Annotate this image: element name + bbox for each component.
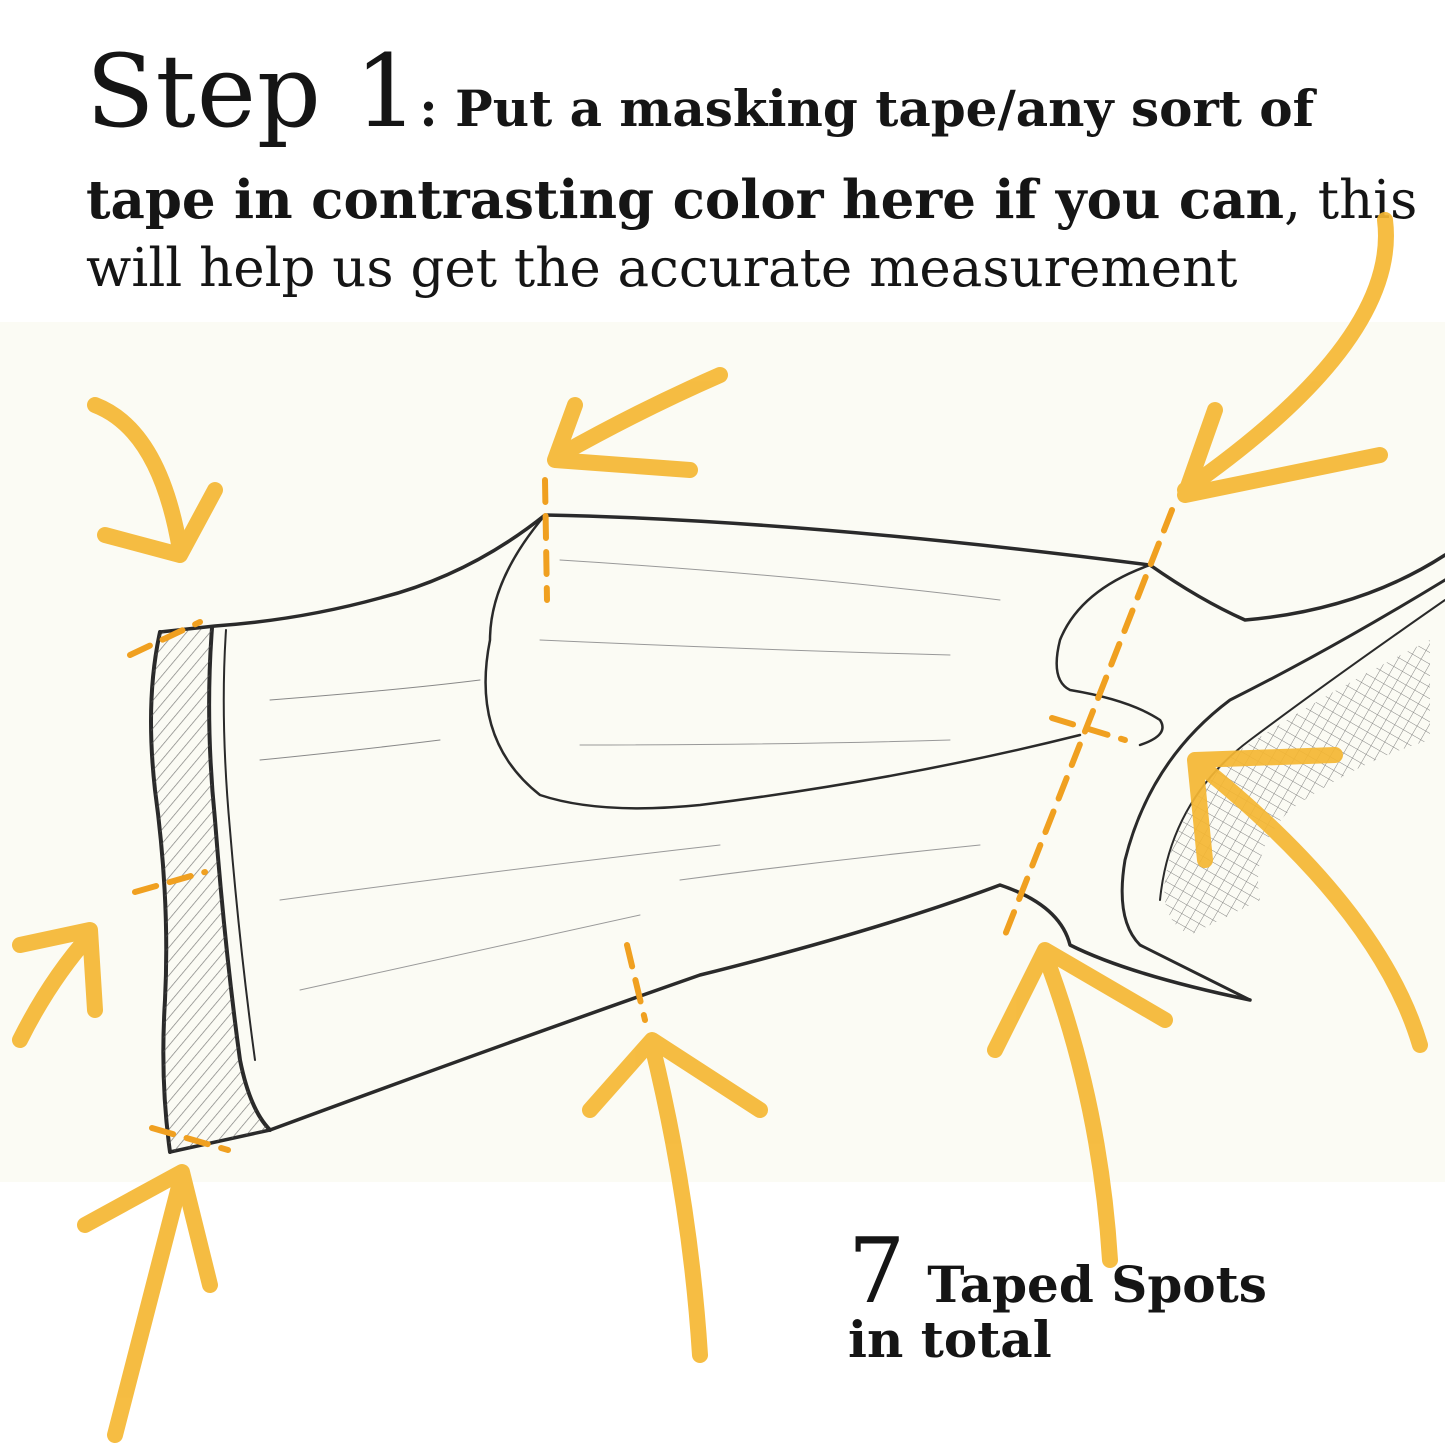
tape-mark-butt-top [127,619,203,658]
heading-line-3: will help us get the accurate measuremen… [86,238,1238,299]
heading-line-2: tape in contrasting color here if you ca… [86,167,1418,234]
taped-spots-label: Taped Spots [927,1255,1267,1314]
arrow-butt-bottom [77,1164,218,1443]
arrow-grip [1187,747,1428,1053]
instruction-heading: Step 1: Put a masking tape/any sort of t… [86,40,1418,302]
arrow-top-left [87,397,223,563]
arrow-belly [582,1032,768,1363]
arrow-top-right [1177,212,1394,503]
heading-line-2-bold: tape in contrasting color here if you ca… [86,169,1285,231]
tape-mark-butt-bottom [149,1125,231,1153]
tape-mark-butt-middle [132,869,208,895]
heading-line-1-text: : Put a masking tape/any sort of [419,79,1315,138]
taped-spots-subtext: in total [848,1310,1052,1369]
tape-mark-wrist-diagonal [1002,507,1175,938]
taped-spots-number: 7 [848,1219,906,1324]
arrows [12,212,1428,1443]
tape-mark-belly [624,942,648,1023]
taped-spots-count: 7 Taped Spots in total [848,1219,1368,1370]
butt-pad-hatching [151,628,270,1152]
tape-marks [127,477,1175,1153]
arrow-butt-middle [12,922,103,1048]
tape-mark-wrist-cross [1049,715,1128,743]
arrow-grip-bottom [987,942,1173,1268]
tape-mark-comb [542,477,550,603]
step-number: Step 1 [86,33,420,150]
heading-line-2-text: , this [1284,170,1418,231]
arrow-comb [547,367,728,478]
heading-line-1: Step 1: Put a masking tape/any sort of [86,40,1416,167]
grip-checkering [1164,640,1430,935]
